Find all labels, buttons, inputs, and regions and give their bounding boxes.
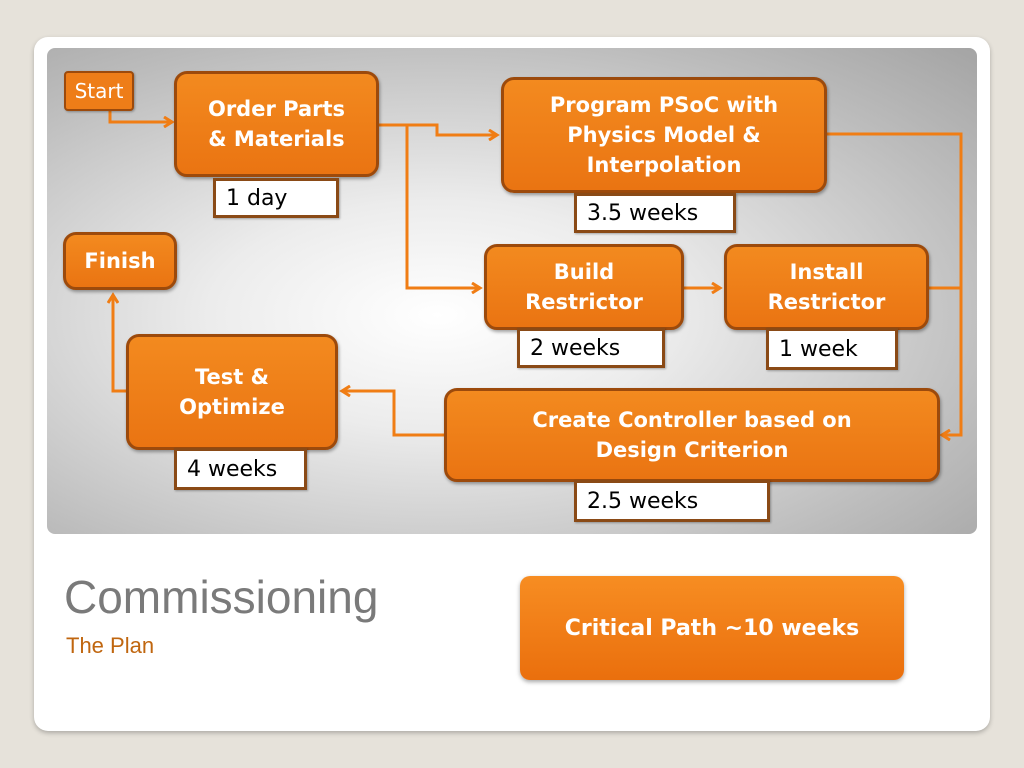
arrow-controller-to-test	[342, 391, 447, 437]
duration-create-controller-text: 2.5 weeks	[587, 488, 699, 514]
duration-build-restrictor-text: 2 weeks	[530, 335, 621, 361]
start-label: Start	[74, 79, 124, 103]
page-subtitle: The Plan	[66, 633, 155, 658]
finish-label: Finish	[84, 249, 156, 273]
diagram-panel: Start Finish Order Parts & Materials 1 d…	[47, 48, 977, 534]
arrow-order-to-program	[377, 123, 497, 135]
duration-test-optimize: 4 weeks	[174, 448, 307, 490]
duration-install-restrictor-text: 1 week	[779, 336, 858, 362]
task-create-controller: Create Controller based on Design Criter…	[444, 388, 940, 482]
task-build-restrictor: Build Restrictor	[484, 244, 684, 330]
task-test-optimize: Test & Optimize	[126, 334, 338, 450]
arrow-program-to-controller	[825, 132, 963, 435]
duration-order-parts: 1 day	[213, 178, 339, 218]
task-program-psoc: Program PSoC with Physics Model & Interp…	[501, 77, 827, 193]
task-test-optimize-label: Test & Optimize	[179, 365, 285, 419]
task-install-restrictor-label: Install Restrictor	[767, 260, 886, 314]
duration-create-controller: 2.5 weeks	[574, 480, 770, 522]
start-node: Start	[64, 71, 134, 111]
task-create-controller-label: Create Controller based on Design Criter…	[532, 408, 852, 462]
task-order-parts-label: Order Parts & Materials	[207, 97, 346, 151]
task-build-restrictor-label: Build Restrictor	[525, 260, 643, 314]
critical-path-label: Critical Path ~10 weeks	[564, 615, 860, 641]
duration-program-psoc-text: 3.5 weeks	[587, 200, 699, 226]
arrow-test-to-finish	[113, 295, 128, 393]
duration-build-restrictor: 2 weeks	[517, 328, 665, 368]
task-program-psoc-label: Program PSoC with Physics Model & Interp…	[549, 93, 779, 177]
duration-program-psoc: 3.5 weeks	[574, 193, 736, 233]
duration-install-restrictor: 1 week	[766, 328, 898, 370]
finish-node: Finish	[63, 232, 177, 290]
task-order-parts: Order Parts & Materials	[174, 71, 379, 177]
critical-path-callout: Critical Path ~10 weeks	[520, 576, 904, 680]
arrow-start-to-order	[108, 108, 172, 122]
page-title: Commissioning	[64, 571, 379, 623]
arrow-order-to-build	[405, 125, 480, 288]
flow-arrows	[47, 108, 963, 534]
duration-test-optimize-text: 4 weeks	[187, 456, 278, 482]
duration-order-parts-text: 1 day	[226, 185, 288, 211]
task-install-restrictor: Install Restrictor	[724, 244, 929, 330]
